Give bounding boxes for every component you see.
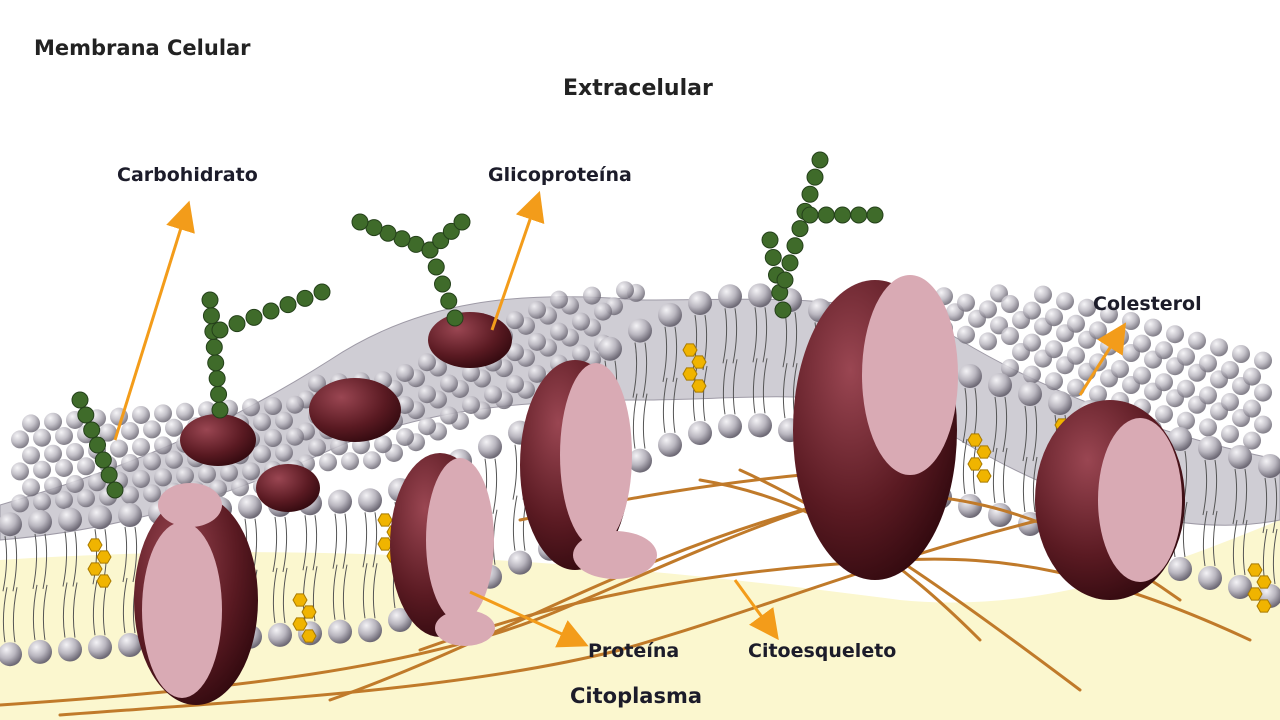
label-protein: Proteína: [588, 640, 680, 662]
label-cytoplasm: Citoplasma: [570, 684, 703, 708]
integral-proteins: [134, 275, 1185, 705]
carbohydrate-chains: [71, 151, 884, 499]
label-glycoprotein: Glicoproteína: [488, 164, 632, 186]
label-cholesterol: Colesterol: [1093, 293, 1202, 315]
pointer-arrows: [113, 190, 1127, 648]
label-carbohydrate: Carbohidrato: [117, 164, 258, 186]
label-extracellular: Extracelular: [563, 76, 713, 101]
membrane-top-surface: [0, 296, 1280, 541]
cholesterol-molecules: [87, 343, 1272, 643]
label-cytoskeleton: Citoesqueleto: [748, 640, 897, 662]
cytoplasm-area: [0, 520, 1280, 720]
peripheral-proteins: [180, 312, 512, 512]
diagram-title: Membrana Celular: [34, 36, 251, 60]
